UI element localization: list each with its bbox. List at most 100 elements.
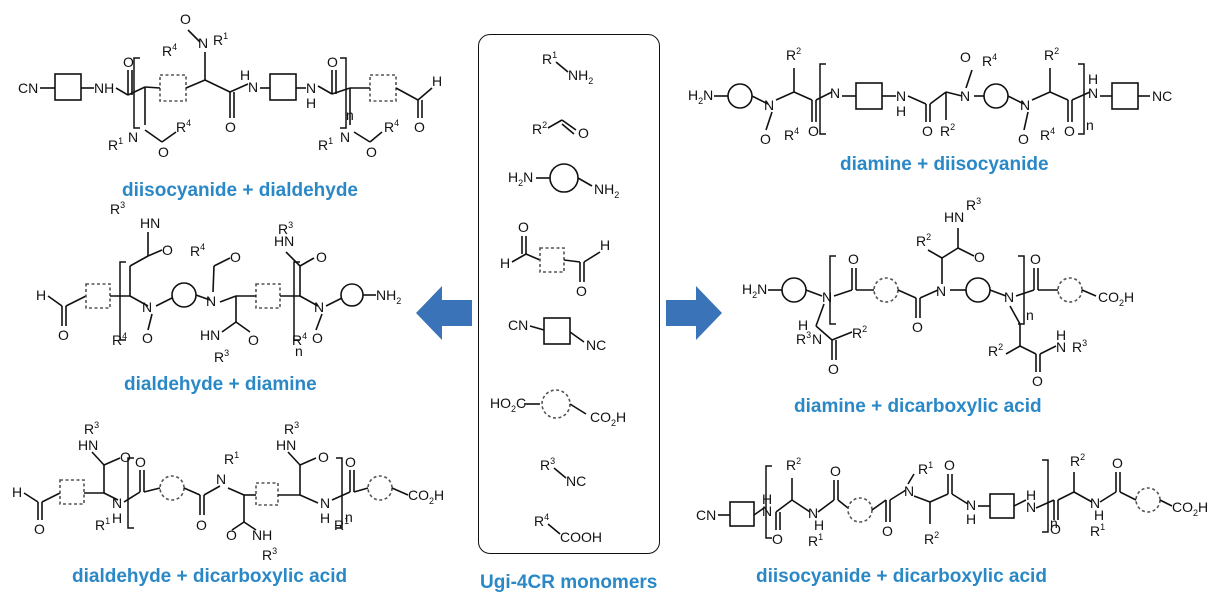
structure-dialdehyde-diamine: H O HN R3 O N O R4 N R4 O HN R3 O [36, 200, 401, 365]
svg-text:H: H [600, 237, 610, 253]
svg-text:n: n [1086, 117, 1094, 133]
svg-text:R1: R1 [808, 532, 823, 549]
caption-diamine-diisocyanide: diamine + diisocyanide [840, 154, 1049, 175]
svg-text:CO2H: CO2H [1172, 499, 1208, 518]
svg-text:R3: R3 [796, 330, 811, 347]
svg-text:O: O [974, 249, 985, 265]
structure-diamine-dicarboxylic: H2N N H R3 N O R2 O O N R2 HN R3 O [742, 196, 1134, 389]
svg-text:O: O [828, 361, 839, 377]
svg-text:N: N [808, 505, 818, 521]
svg-text:N: N [1020, 97, 1030, 113]
svg-text:O: O [518, 219, 529, 235]
svg-text:O: O [848, 251, 859, 267]
caption-ugi-monomers: Ugi-4CR monomers [480, 572, 658, 593]
svg-text:R4: R4 [982, 52, 997, 69]
svg-text:H: H [814, 517, 824, 533]
svg-text:R3: R3 [284, 420, 299, 437]
svg-text:N: N [960, 88, 970, 104]
right-arrow-icon [666, 286, 722, 340]
svg-text:R2: R2 [786, 46, 801, 63]
svg-text:R4: R4 [176, 118, 191, 135]
svg-text:n: n [345, 509, 353, 525]
svg-text:NH2: NH2 [568, 67, 593, 86]
svg-text:NH: NH [252, 527, 272, 543]
svg-text:N: N [830, 85, 840, 101]
svg-text:N: N [1004, 289, 1014, 305]
svg-text:N: N [198, 35, 208, 51]
svg-text:CN: CN [18, 80, 38, 96]
svg-text:NH: NH [94, 80, 114, 96]
svg-text:N: N [966, 497, 976, 513]
svg-text:R3: R3 [262, 546, 277, 563]
svg-text:R4: R4 [292, 331, 307, 348]
svg-text:NH2: NH2 [376, 287, 401, 306]
svg-text:O: O [1112, 455, 1123, 471]
svg-text:O: O [1032, 373, 1043, 389]
monomer-dicarboxylic-acid: HO2C CO2H [490, 389, 626, 428]
svg-text:N: N [206, 293, 216, 309]
svg-text:H: H [500, 255, 510, 271]
svg-text:R4: R4 [112, 331, 127, 348]
svg-text:H: H [1056, 327, 1066, 343]
svg-text:R3: R3 [84, 420, 99, 437]
svg-text:H2N: H2N [688, 87, 713, 106]
svg-text:H: H [12, 484, 22, 500]
monomer-dialdehyde: H O O H [500, 219, 610, 299]
caption-diisocyanide-dialdehyde: diisocyanide + dialdehyde [122, 180, 358, 201]
svg-text:N: N [896, 88, 906, 104]
svg-text:R1: R1 [318, 136, 333, 153]
svg-text:R4: R4 [1040, 126, 1055, 143]
svg-text:O: O [414, 119, 425, 135]
svg-text:R3: R3 [1072, 338, 1087, 355]
svg-text:H: H [36, 287, 46, 303]
svg-text:N: N [762, 503, 772, 519]
caption-dialdehyde-dicarboxylic: dialdehyde + dicarboxylic acid [72, 566, 348, 587]
monomer-box [478, 34, 660, 554]
svg-text:N: N [1056, 339, 1066, 355]
svg-text:R1: R1 [108, 136, 123, 153]
svg-text:N: N [112, 495, 122, 511]
svg-text:O: O [1064, 123, 1075, 139]
svg-text:O: O [158, 144, 169, 160]
svg-text:R2: R2 [852, 324, 867, 341]
svg-text:H2N: H2N [508, 169, 533, 188]
svg-text:H2N: H2N [742, 281, 767, 300]
svg-text:O: O [830, 463, 841, 479]
svg-text:n: n [1050, 515, 1058, 531]
svg-text:O: O [135, 454, 146, 470]
svg-text:HN: HN [78, 437, 98, 453]
svg-text:R2: R2 [924, 530, 939, 547]
svg-text:N: N [142, 299, 152, 315]
svg-text:O: O [345, 454, 356, 470]
svg-text:R4: R4 [190, 242, 205, 259]
monomer-amine: R1 NH2 [542, 50, 593, 86]
svg-text:O: O [142, 330, 153, 346]
svg-text:O: O [1030, 251, 1041, 267]
svg-text:O: O [34, 521, 45, 537]
svg-text:O: O [1018, 131, 1029, 147]
svg-text:O: O [327, 54, 338, 70]
svg-text:O: O [248, 332, 259, 348]
svg-text:O: O [576, 283, 587, 299]
monomer-diamine: H2N NH2 [508, 163, 619, 200]
svg-text:R2: R2 [786, 456, 801, 473]
svg-text:NC: NC [586, 337, 606, 353]
svg-text:NC: NC [566, 473, 586, 489]
left-arrow-icon [416, 286, 472, 340]
svg-text:O: O [196, 517, 207, 533]
svg-text:H: H [320, 510, 330, 526]
svg-text:N: N [128, 129, 138, 145]
svg-text:CO2H: CO2H [408, 487, 444, 506]
svg-text:N: N [314, 299, 324, 315]
svg-text:COOH: COOH [560, 529, 602, 545]
svg-text:H: H [798, 317, 808, 333]
svg-text:H: H [1088, 71, 1098, 87]
svg-text:R2: R2 [916, 232, 931, 249]
svg-text:CN: CN [696, 507, 716, 523]
svg-text:R4: R4 [784, 126, 799, 143]
svg-text:O: O [808, 123, 819, 139]
svg-text:CN: CN [508, 317, 528, 333]
svg-text:R2: R2 [988, 342, 1003, 359]
svg-text:N: N [812, 331, 822, 347]
